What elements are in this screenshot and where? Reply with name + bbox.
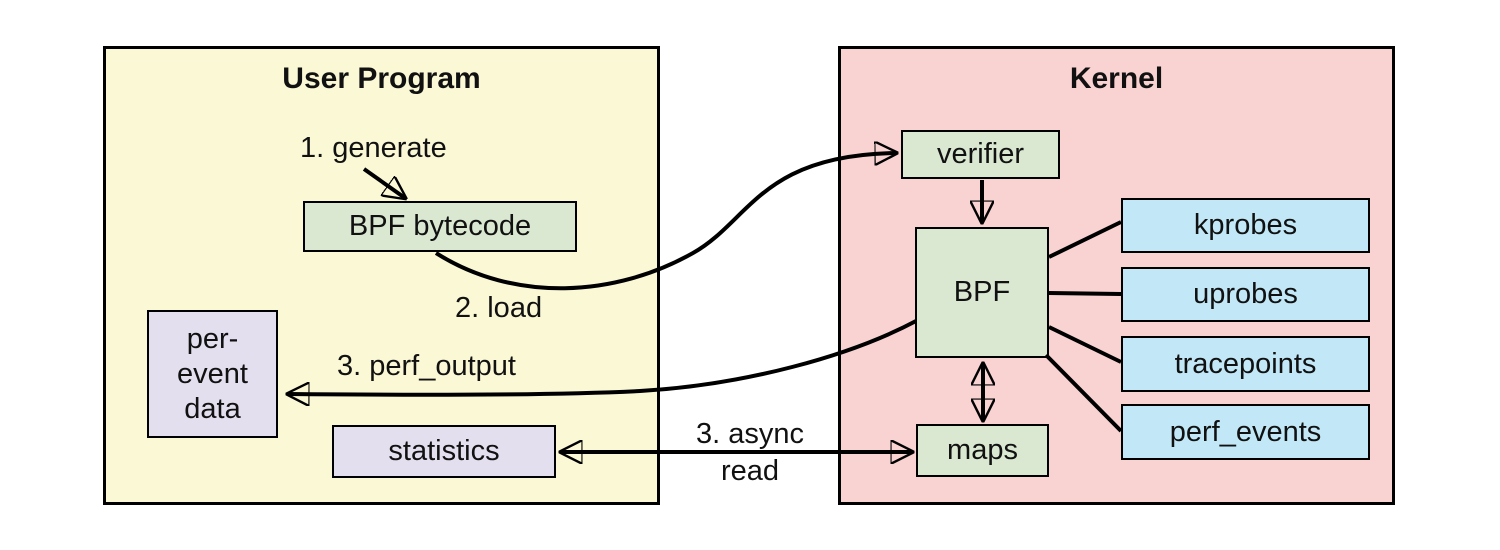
async-read-label: 3. async read — [660, 416, 840, 490]
bpf-node: BPF — [915, 227, 1049, 358]
async-read-line1: 3. async — [696, 418, 804, 450]
per-event-data-node: per- event data — [147, 310, 278, 438]
tracepoints-node: tracepoints — [1121, 336, 1370, 392]
perf-events-node: perf_events — [1121, 404, 1370, 460]
verifier-node: verifier — [901, 130, 1060, 179]
kernel-title: Kernel — [1069, 62, 1164, 95]
user-program-title: User Program — [282, 62, 481, 95]
load-label: 2. load — [455, 292, 543, 324]
perf-output-label: 3. perf_output — [337, 350, 516, 382]
kprobes-node: kprobes — [1121, 198, 1370, 253]
maps-node: maps — [916, 424, 1049, 477]
statistics-node: statistics — [332, 425, 556, 478]
bpf-bytecode-node: BPF bytecode — [303, 201, 577, 252]
per-event-data-line1: per- — [186, 322, 239, 355]
per-event-data-line3: data — [184, 392, 241, 425]
per-event-data-line2: event — [177, 357, 248, 390]
async-read-line2: read — [720, 455, 780, 487]
generate-label: 1. generate — [300, 132, 447, 164]
uprobes-node: uprobes — [1121, 267, 1370, 322]
